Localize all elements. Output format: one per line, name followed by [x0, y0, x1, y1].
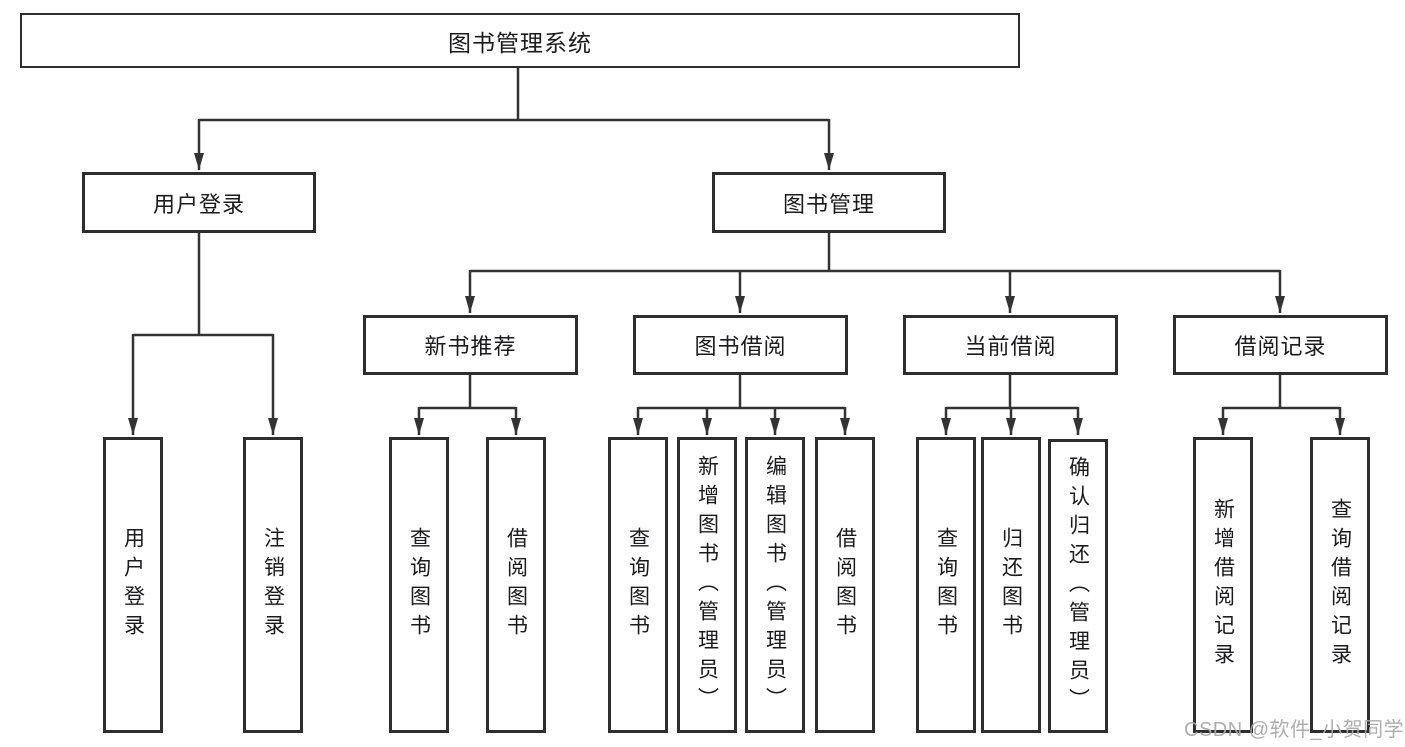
- leaf-borrow-books: 借阅图书: [815, 437, 875, 733]
- leaf-edit-books-admin: 编辑图书（管理员）: [745, 437, 805, 733]
- leaf-borrow-books-recommend: 借阅图书: [486, 437, 546, 733]
- leaf-label: 用户登录: [121, 527, 145, 643]
- node-library-management-system: 图书管理系统: [20, 13, 1020, 68]
- leaf-query-books-recommend: 查询图书: [389, 437, 449, 733]
- leaf-query-books-borrowing: 查询图书: [608, 437, 668, 733]
- leaf-label: 查询图书: [407, 527, 431, 643]
- leaf-add-books-admin: 新增图书（管理员）: [677, 437, 737, 733]
- leaf-user-login: 用户登录: [103, 437, 163, 733]
- leaf-label: 借阅图书: [504, 527, 528, 643]
- leaf-logout: 注销登录: [243, 437, 303, 733]
- leaf-query-borrow-record: 查询借阅记录: [1310, 437, 1370, 733]
- leaf-label: 借阅图书: [833, 527, 857, 643]
- watermark: CSDN @软件_小贺同学: [1184, 719, 1405, 741]
- leaf-label: 查询图书: [626, 527, 650, 643]
- node-new-book-recommendation: 新书推荐: [363, 315, 578, 375]
- leaf-confirm-return-admin: 确认归还（管理员）: [1048, 439, 1108, 733]
- leaf-label: 新增借阅记录: [1211, 498, 1235, 672]
- node-borrowing-records: 借阅记录: [1173, 315, 1388, 375]
- leaf-label: 新增图书（管理员）: [695, 454, 719, 716]
- node-book-management: 图书管理: [712, 172, 946, 233]
- leaf-query-books-current: 查询图书: [916, 437, 976, 733]
- leaf-return-books: 归还图书: [981, 437, 1041, 733]
- leaf-label: 确认归还（管理员）: [1066, 455, 1090, 717]
- node-current-borrowing: 当前借阅: [903, 315, 1118, 375]
- node-book-borrowing: 图书借阅: [633, 315, 848, 375]
- leaf-label: 编辑图书（管理员）: [763, 454, 787, 716]
- leaf-label: 查询图书: [934, 527, 958, 643]
- leaf-label: 查询借阅记录: [1328, 498, 1352, 672]
- node-user-login: 用户登录: [82, 172, 316, 233]
- leaf-label: 归还图书: [999, 527, 1023, 643]
- leaf-label: 注销登录: [261, 527, 285, 643]
- leaf-add-borrow-record: 新增借阅记录: [1193, 437, 1253, 733]
